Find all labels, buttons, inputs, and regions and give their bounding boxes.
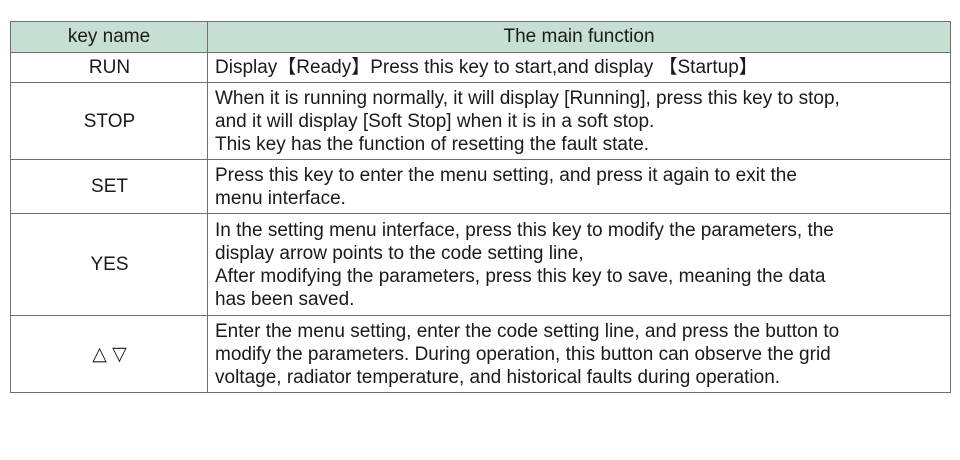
key-cell-yes: YES xyxy=(10,213,208,316)
function-text-line: voltage, radiator temperature, and histo… xyxy=(215,366,781,388)
table-header-row: key name The main function xyxy=(10,21,951,53)
table-row-set: SET Press this key to enter the menu set… xyxy=(10,159,951,214)
header-key-name: key name xyxy=(10,21,208,53)
table-row-run: RUN Display【Ready】Press this key to star… xyxy=(10,52,951,83)
function-cell-stop: When it is running normally, it will dis… xyxy=(207,82,951,160)
key-cell-set: SET xyxy=(10,159,208,214)
function-text-line: Enter the menu setting, enter the code s… xyxy=(215,320,840,342)
function-text-line: Display【Ready】Press this key to start,an… xyxy=(215,57,758,78)
table-row-yes: YES In the setting menu interface, press… xyxy=(10,213,951,316)
key-function-table: key name The main function RUN Display【R… xyxy=(10,21,951,393)
table-row-stop: STOP When it is running normally, it wil… xyxy=(10,82,951,160)
key-cell-stop: STOP xyxy=(10,82,208,160)
function-cell-set: Press this key to enter the menu setting… xyxy=(207,159,951,214)
function-text-line: Press this key to enter the menu setting… xyxy=(215,164,797,186)
function-text-line: display arrow points to the code setting… xyxy=(215,242,584,264)
table-row-arrows: △ ▽ Enter the menu setting, enter the co… xyxy=(10,315,951,393)
header-main-function: The main function xyxy=(207,21,951,53)
key-cell-run: RUN xyxy=(10,52,208,83)
function-cell-yes: In the setting menu interface, press thi… xyxy=(207,213,951,316)
function-cell-up-down-arrows: Enter the menu setting, enter the code s… xyxy=(207,315,951,393)
function-text-line: and it will display [Soft Stop] when it … xyxy=(215,110,655,132)
key-function-table-container: key name The main function RUN Display【R… xyxy=(10,21,951,393)
function-text-line: When it is running normally, it will dis… xyxy=(215,87,840,109)
function-text-line: modify the parameters. During operation,… xyxy=(215,343,831,365)
function-text-line: menu interface. xyxy=(215,187,346,209)
function-text-line: This key has the function of resetting t… xyxy=(215,133,650,155)
function-cell-run: Display【Ready】Press this key to start,an… xyxy=(207,52,951,83)
key-cell-up-down-arrows: △ ▽ xyxy=(10,315,208,393)
function-text-line: In the setting menu interface, press thi… xyxy=(215,219,834,241)
function-text-line: has been saved. xyxy=(215,288,355,310)
function-text-line: After modifying the parameters, press th… xyxy=(215,265,826,287)
